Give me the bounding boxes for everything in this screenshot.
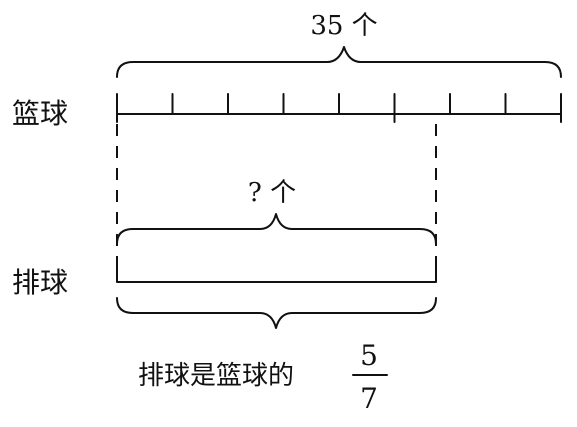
volleyball-unknown-brace [116, 213, 437, 245]
basketball-label: 篮球 [12, 97, 68, 130]
basketball-total-label: 35 个 [310, 11, 377, 41]
fraction-numerator: 5 [360, 339, 378, 372]
volleyball-label: 排球 [12, 266, 68, 299]
basketball-total-brace [116, 46, 562, 78]
volleyball-bar [116, 261, 437, 283]
fraction-denominator: 7 [360, 382, 378, 415]
basketball-ticks [116, 93, 562, 123]
volleyball-unknown-label: ? 个 [248, 178, 296, 208]
volleyball-bottom-brace [116, 297, 437, 329]
relation-caption: 排球是篮球的 [138, 361, 294, 391]
